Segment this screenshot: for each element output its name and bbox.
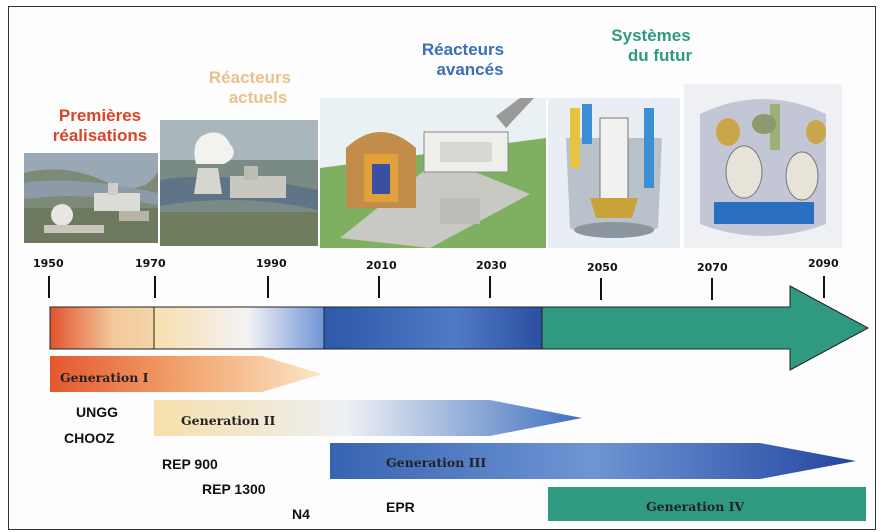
year-label: 1990 xyxy=(256,257,287,270)
year-tick xyxy=(823,276,825,298)
era-title-futur: Systèmes du futur xyxy=(588,26,714,66)
reactor-ungg: UNGG xyxy=(76,404,118,420)
era-title-avances-line1: Réacteurs xyxy=(421,40,505,59)
generation-2-label: Generation II xyxy=(181,413,276,428)
generation-1-bar xyxy=(50,356,322,392)
era-title-actuels-line1: Réacteurs xyxy=(208,68,292,87)
era-title-futur-line2: du futur xyxy=(627,46,693,65)
generation-3-label: Generation III xyxy=(386,455,487,470)
year-label: 2070 xyxy=(697,261,728,274)
year-tick xyxy=(48,276,50,298)
year-tick xyxy=(711,278,713,300)
photo-future-reactor-1 xyxy=(548,98,680,248)
era-title-avances: Réacteurs avancés xyxy=(400,40,526,80)
era-title-actuels: Réacteurs actuels xyxy=(190,68,310,108)
era-title-premieres-line1: Premières xyxy=(58,106,142,125)
year-label: 2030 xyxy=(476,259,507,272)
generation-2-bar xyxy=(154,400,582,436)
generation-4-label: Generation IV xyxy=(646,499,745,514)
year-label: 2090 xyxy=(808,257,839,270)
year-tick xyxy=(154,276,156,298)
photo-future-reactor-2 xyxy=(684,84,842,248)
generation-1-label: Generation I xyxy=(60,370,149,385)
era-title-futur-line1: Systèmes xyxy=(611,26,691,45)
reactor-epr: EPR xyxy=(386,499,415,515)
year-label: 2050 xyxy=(587,261,618,274)
reactor-chooz: CHOOZ xyxy=(64,430,115,446)
year-tick xyxy=(267,276,269,298)
arrow-segment-early xyxy=(49,306,155,350)
year-label: 1950 xyxy=(33,257,64,270)
era-title-premieres-line2: réalisations xyxy=(52,126,148,145)
photo-current-plant xyxy=(160,120,318,246)
photo-advanced-reactor xyxy=(320,98,546,248)
reactor-n4: N4 xyxy=(292,506,310,522)
era-title-actuels-line2: actuels xyxy=(228,88,288,107)
arrow-segment-current xyxy=(153,306,325,350)
year-tick xyxy=(489,276,491,298)
year-tick xyxy=(600,278,602,300)
reactor-rep900: REP 900 xyxy=(162,456,218,472)
arrow-segment-future xyxy=(541,285,870,371)
era-title-premieres: Premières réalisations xyxy=(40,106,160,146)
year-label: 2010 xyxy=(366,259,397,272)
arrow-segment-advanced xyxy=(323,306,543,350)
photo-first-plant xyxy=(24,153,158,243)
year-tick xyxy=(378,276,380,298)
reactor-rep1300: REP 1300 xyxy=(202,481,266,497)
era-title-avances-line2: avancés xyxy=(436,60,504,79)
generation-3-bar xyxy=(330,443,856,479)
generation-4-bar xyxy=(548,487,866,521)
year-label: 1970 xyxy=(135,257,166,270)
